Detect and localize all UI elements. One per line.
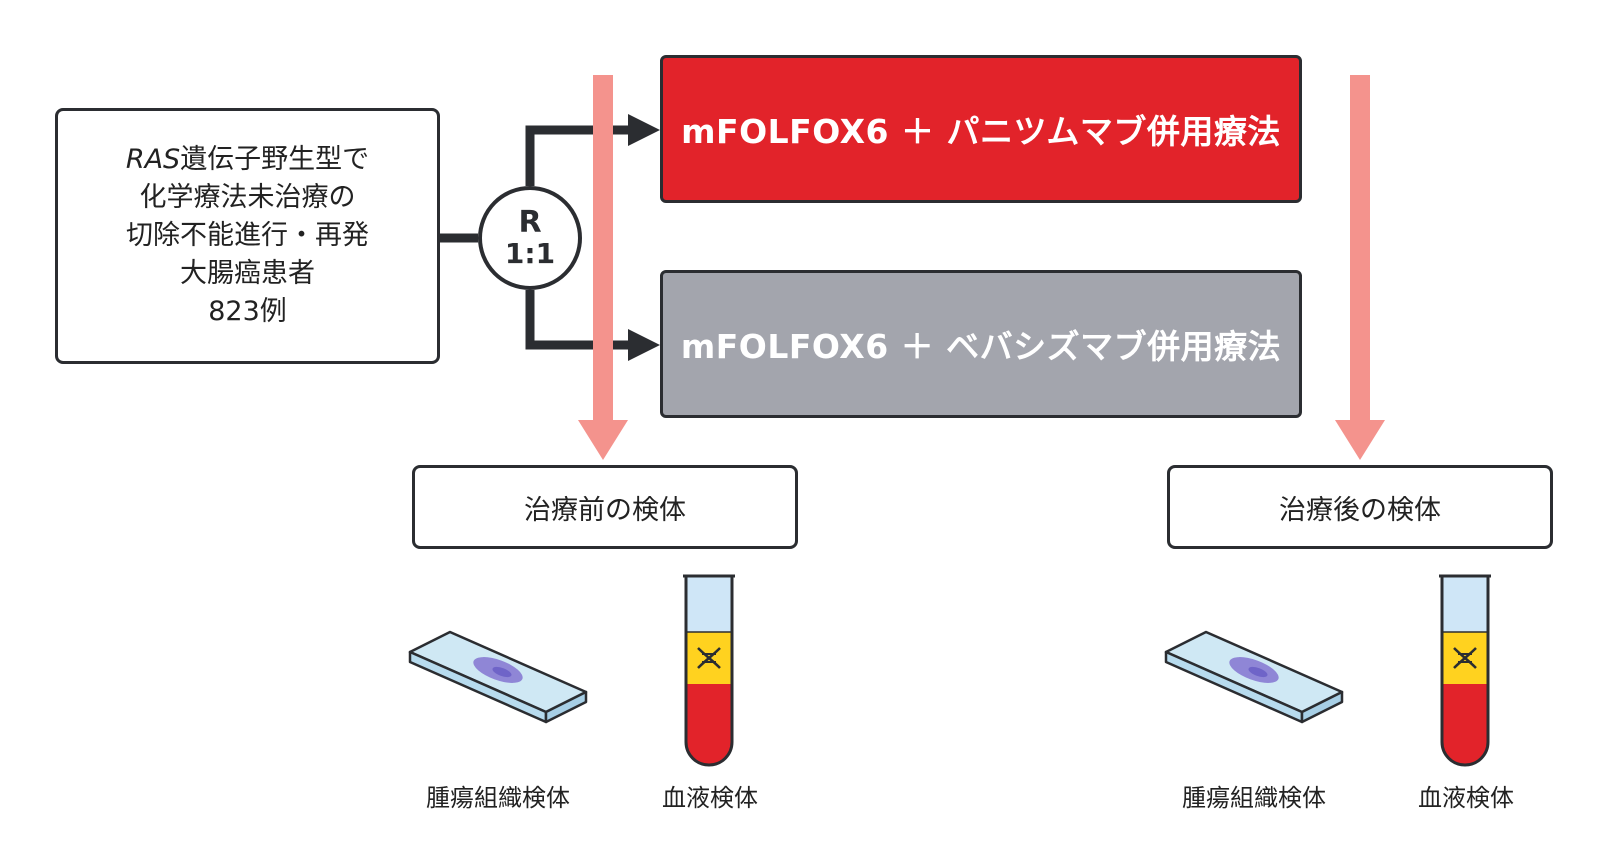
- arrowhead-arm1: [628, 114, 660, 146]
- randomization-node: R 1:1: [478, 186, 582, 290]
- randomization-label: R: [518, 205, 542, 240]
- connector-rand-to-arm1: [525, 125, 632, 186]
- post-treatment-sample-box: 治療後の検体: [1167, 465, 1553, 549]
- connector-rand-to-arm2: [525, 290, 632, 350]
- patient-line-2: 化学療法未治療の: [139, 182, 356, 213]
- ras-label: RAS: [125, 144, 181, 175]
- pre-sample-arrowhead: [578, 420, 628, 460]
- post-sample-arrowhead: [1335, 420, 1385, 460]
- patient-count: 823例: [208, 296, 287, 327]
- tissue-sample-caption-post: 腫瘍組織検体: [1182, 784, 1326, 812]
- arm-panitumumab: mFOLFOX6 ＋ パニツムマブ併用療法: [660, 55, 1302, 203]
- tissue-slide-icon: [408, 630, 588, 724]
- pre-treatment-sample-box: 治療前の検体: [412, 465, 798, 549]
- randomization-ratio: 1:1: [504, 237, 556, 270]
- patient-line-4: 大腸癌患者: [180, 258, 315, 289]
- post-sample-arrow-shaft: [1350, 75, 1370, 423]
- blood-tube-icon-post: [1439, 574, 1491, 767]
- blood-tube-icon: [683, 574, 735, 767]
- blood-sample-caption-pre: 血液検体: [662, 784, 758, 812]
- patient-line-3: 切除不能進行・再発: [126, 220, 369, 251]
- patient-population-box: RAS遺伝子野生型で 化学療法未治療の 切除不能進行・再発 大腸癌患者 823例: [55, 108, 440, 364]
- arrowhead-arm2: [628, 329, 660, 361]
- tissue-sample-caption-pre: 腫瘍組織検体: [426, 784, 570, 812]
- pre-sample-arrow-shaft: [593, 75, 613, 423]
- tissue-slide-icon-post: [1164, 630, 1344, 724]
- blood-sample-caption-post: 血液検体: [1418, 784, 1514, 812]
- patient-line-1: RAS遺伝子野生型で: [126, 141, 369, 179]
- patient-line-1-rest: 遺伝子野生型で: [180, 144, 370, 175]
- arm-bevacizumab: mFOLFOX6 ＋ ベバシズマブ併用療法: [660, 270, 1302, 418]
